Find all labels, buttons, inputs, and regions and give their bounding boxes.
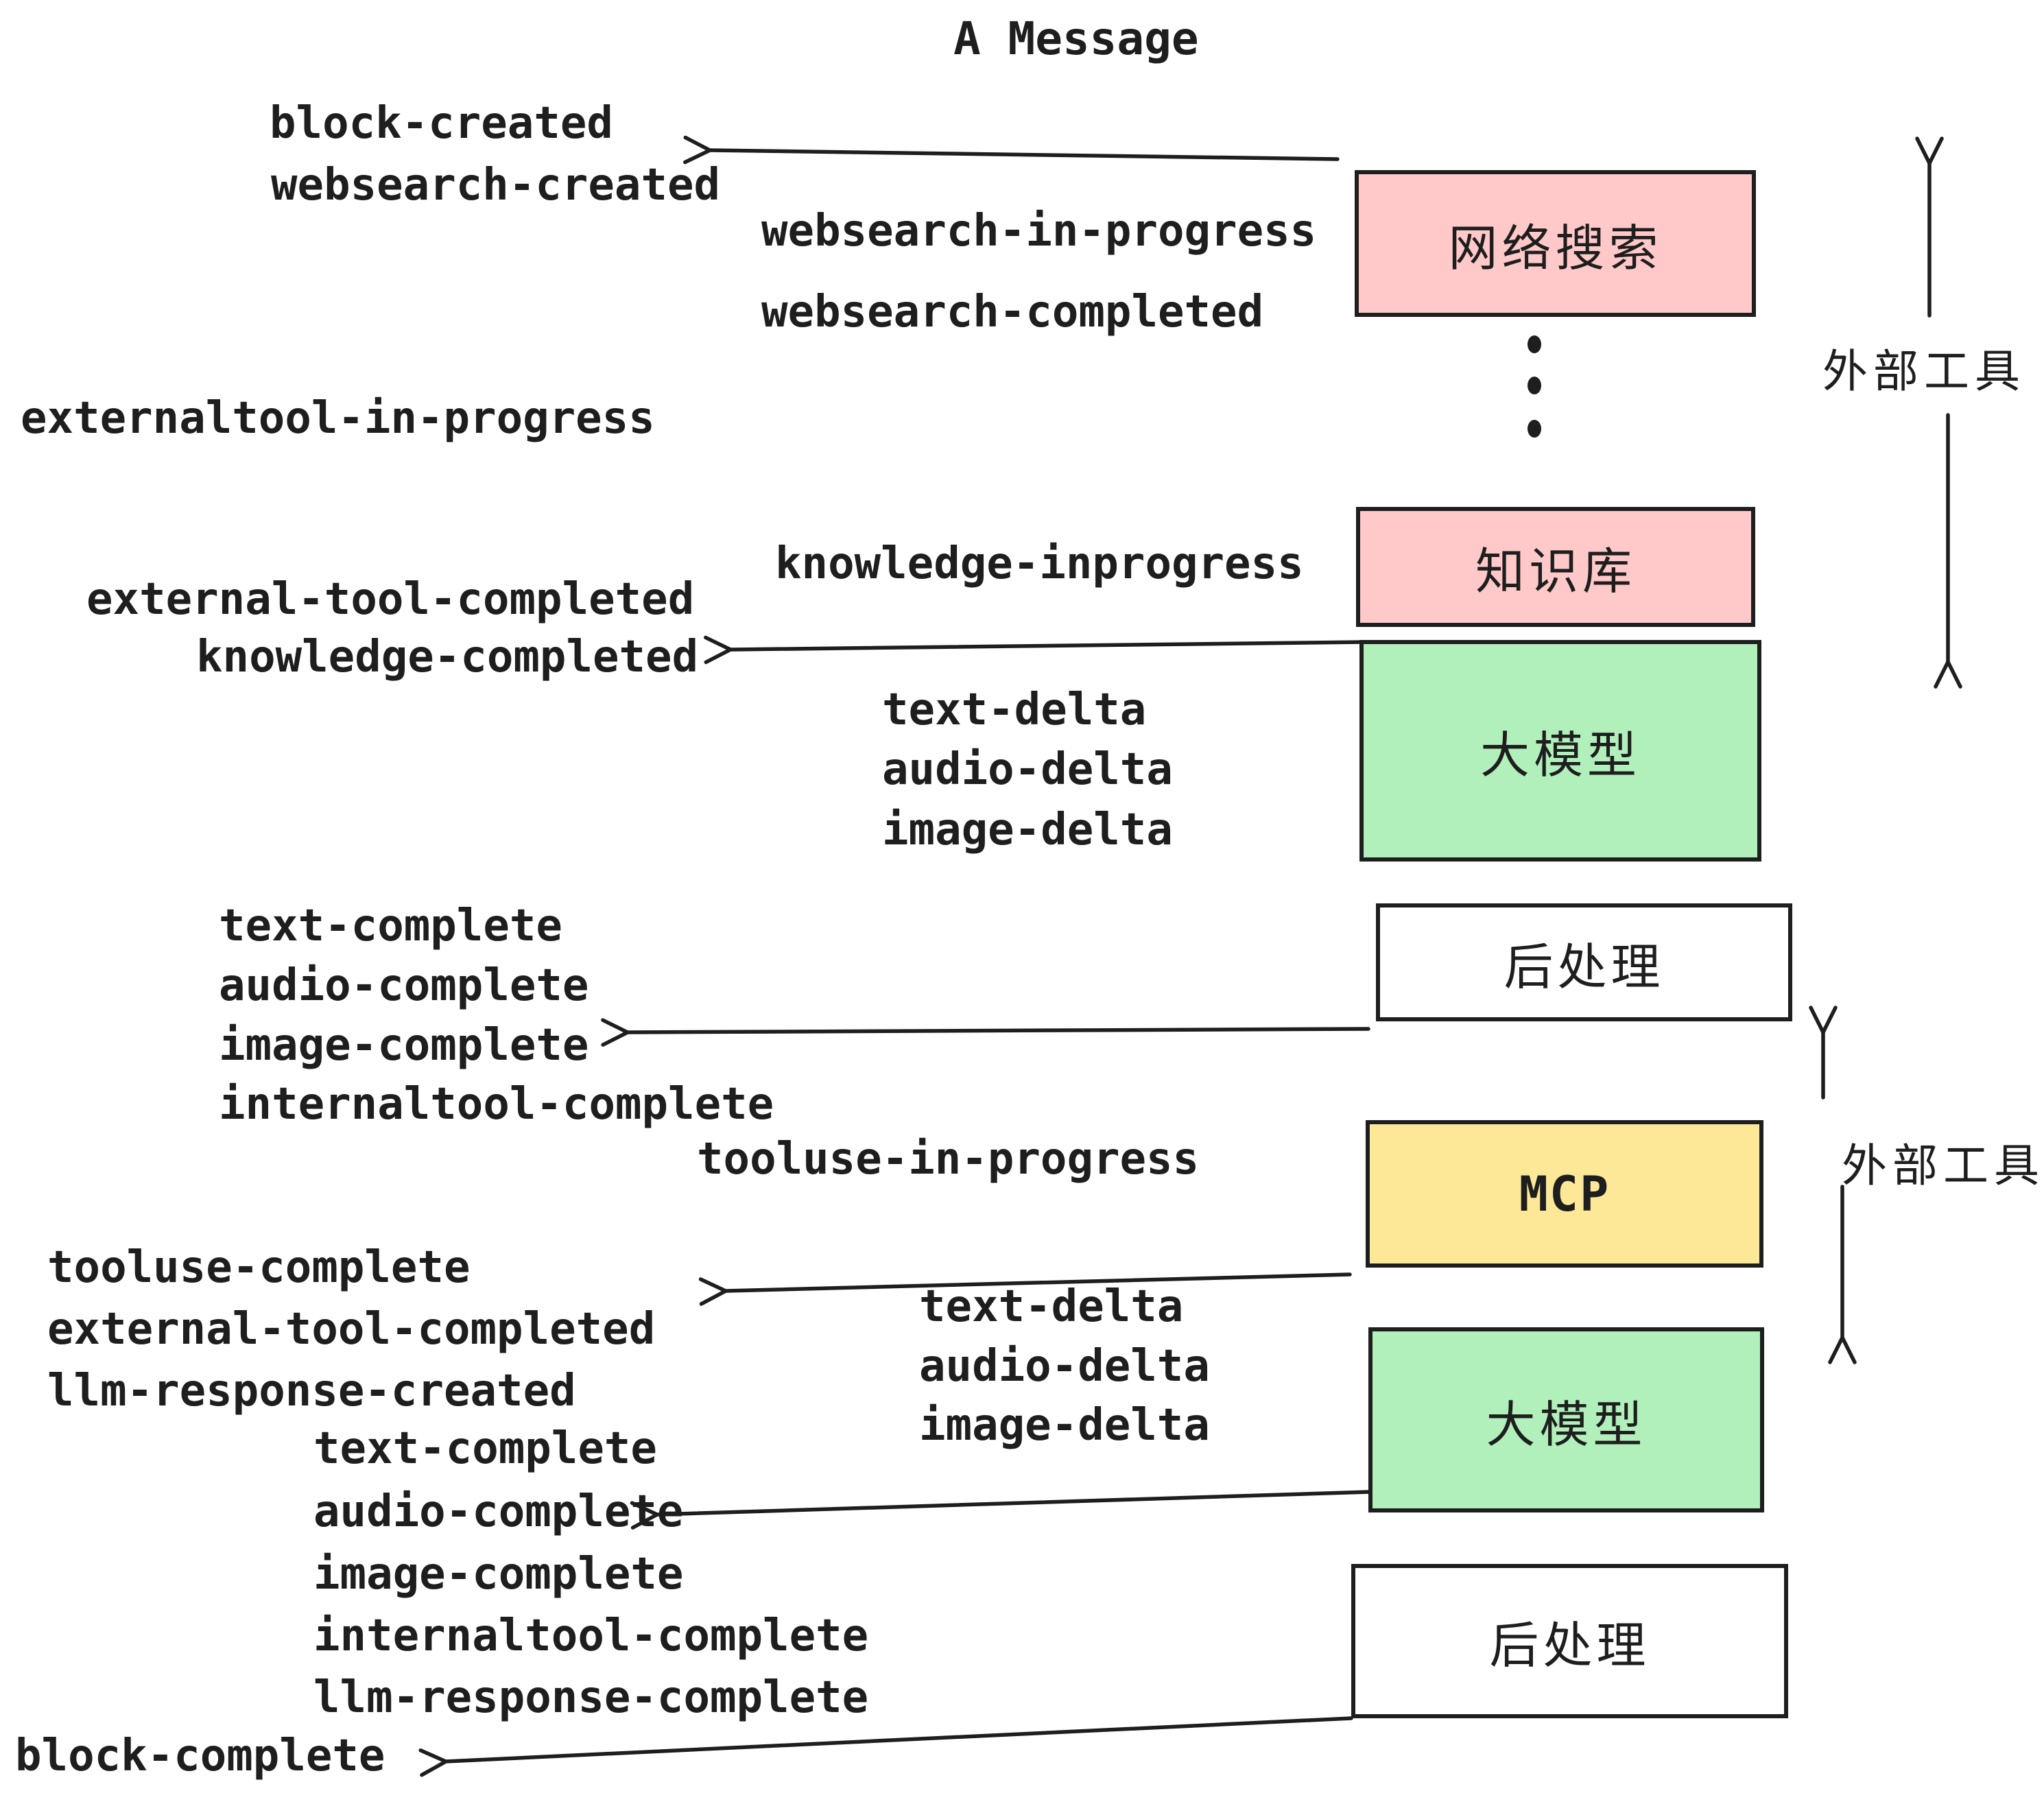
box-websearch: 网络搜索 <box>1355 170 1756 317</box>
event-internaltool-complete: internaltool-complete <box>219 1079 774 1130</box>
event-websearch-created: websearch-created <box>271 160 721 211</box>
box-knowledge: 知识库 <box>1356 507 1755 627</box>
arrow-to-knowledge-completed <box>704 635 1366 665</box>
event-llm-response-created: llm-response-created <box>47 1366 576 1416</box>
event-image-complete: image-complete <box>219 1020 589 1071</box>
event-text-complete-2: text-complete <box>313 1423 657 1474</box>
event-externaltool-in-progress: externaltool-in-progress <box>21 393 655 444</box>
box-postprocess-2: 后处理 <box>1351 1564 1788 1718</box>
event-external-tool-completed-2: external-tool-completed <box>47 1304 656 1355</box>
box-knowledge-label: 知识库 <box>1475 543 1636 600</box>
box-llm-1: 大模型 <box>1359 640 1761 862</box>
event-image-delta: image-delta <box>882 805 1173 855</box>
event-knowledge-completed: knowledge-completed <box>196 632 699 683</box>
event-audio-complete-2: audio-complete <box>313 1486 684 1537</box>
event-audio-complete: audio-complete <box>219 960 589 1011</box>
event-tooluse-in-progress: tooluse-in-progress <box>697 1134 1200 1185</box>
diagram-title: A Message <box>953 12 1199 65</box>
box-llm-2-label: 大模型 <box>1486 1395 1647 1453</box>
box-postprocess-1: 后处理 <box>1376 903 1792 1021</box>
event-audio-delta-2: audio-delta <box>919 1341 1210 1392</box>
arrow-to-audio-complete-2 <box>630 1490 1371 1530</box>
box-websearch-label: 网络搜索 <box>1448 219 1663 277</box>
label-external-tools-top: 外部工具 <box>1822 345 2025 398</box>
event-text-delta: text-delta <box>882 685 1147 735</box>
label-external-tools-bottom: 外部工具 <box>1842 1139 2044 1192</box>
event-llm-response-complete: llm-response-complete <box>313 1672 869 1723</box>
box-mcp-label: MCP <box>1519 1165 1611 1222</box>
event-text-delta-2: text-delta <box>919 1281 1184 1332</box>
event-image-delta-2: image-delta <box>919 1400 1210 1451</box>
box-llm-1-label: 大模型 <box>1479 726 1641 784</box>
event-knowledge-inprogress: knowledge-inprogress <box>775 538 1304 589</box>
event-tooluse-complete: tooluse-complete <box>47 1242 471 1293</box>
event-websearch-completed: websearch-completed <box>761 287 1264 337</box>
arrow-to-image-complete <box>601 1018 1370 1047</box>
box-llm-2: 大模型 <box>1368 1327 1764 1512</box>
box-postprocess-1-label: 后处理 <box>1504 938 1665 996</box>
box-postprocess-2-label: 后处理 <box>1489 1617 1650 1674</box>
event-audio-delta: audio-delta <box>882 744 1173 795</box>
event-image-complete-2: image-complete <box>313 1549 684 1600</box>
box-mcp: MCP <box>1366 1120 1763 1268</box>
event-websearch-in-progress: websearch-in-progress <box>761 206 1317 257</box>
event-external-tool-completed: external-tool-completed <box>86 574 695 625</box>
arrow-websearch-to-block-created <box>682 135 1340 165</box>
event-text-complete: text-complete <box>219 901 562 951</box>
event-block-created: block-created <box>270 98 613 149</box>
event-internaltool-complete-2: internaltool-complete <box>313 1611 869 1661</box>
ellipsis-dots <box>1528 335 1541 438</box>
event-block-complete: block-complete <box>15 1731 385 1781</box>
